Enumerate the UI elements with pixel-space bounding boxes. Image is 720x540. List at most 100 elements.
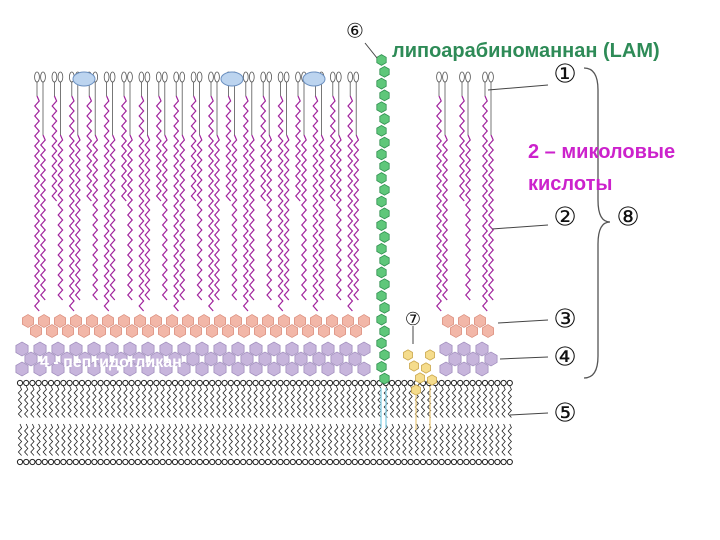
membrane-tail-inner [366, 424, 369, 456]
peptidoglycan-unit [232, 362, 244, 376]
arabinogalactan-unit [222, 325, 233, 338]
arabinogalactan-unit [46, 325, 57, 338]
peptidoglycan-unit [187, 352, 199, 366]
membrane-tail-outer [192, 386, 195, 418]
membrane-tail-inner [279, 424, 282, 456]
peptidoglycan-unit [16, 362, 28, 376]
glycolipid-head [104, 72, 109, 82]
membrane-head-inner [451, 459, 456, 464]
membrane-tail-inner [335, 424, 338, 456]
membrane-tail-inner [31, 424, 34, 456]
membrane-tail-inner [49, 424, 52, 456]
lam-bead [377, 267, 386, 278]
membrane-tail-inner [136, 424, 139, 456]
membrane-head-inner [352, 459, 357, 464]
mycolic-acid-chain [337, 135, 341, 300]
membrane-head-outer [36, 380, 41, 385]
lipomannan-chain [404, 350, 437, 430]
membrane-head-outer [259, 380, 264, 385]
peptidoglycan-unit [214, 362, 226, 376]
membrane-head-outer [290, 380, 295, 385]
membrane-head-inner [259, 459, 264, 464]
membrane-tail-inner [341, 424, 344, 456]
membrane-tail-inner [434, 424, 437, 456]
mycolic-acid-chain [87, 96, 91, 201]
membrane-head-inner [92, 459, 97, 464]
membrane-head-inner [476, 459, 481, 464]
membrane-head-inner [303, 459, 308, 464]
membrane-tail-outer [49, 386, 52, 418]
mycolic-acid-chain [244, 96, 248, 311]
membrane-head-inner [309, 459, 314, 464]
membrane-tail-inner [310, 424, 313, 456]
membrane-head-outer [334, 380, 339, 385]
membrane-head-outer [203, 380, 208, 385]
membrane-head-inner [383, 459, 388, 464]
peptidoglycan-unit [358, 362, 370, 376]
membrane-head-outer [104, 380, 109, 385]
arabinogalactan-unit [310, 315, 321, 328]
membrane-tail-outer [366, 386, 369, 418]
membrane-tail-inner [130, 424, 133, 456]
lam-bead [380, 161, 389, 172]
lam-bead [380, 326, 389, 337]
lipomannan-unit [426, 350, 435, 360]
membrane-head-inner [216, 459, 221, 464]
membrane-tail-outer [43, 386, 46, 418]
membrane-head-inner [427, 459, 432, 464]
membrane-tail-outer [490, 386, 493, 418]
membrane-tail-outer [211, 386, 214, 418]
peptidoglycan-unit [214, 342, 226, 356]
arabinogalactan-unit [342, 315, 353, 328]
membrane-head-outer [241, 380, 246, 385]
arabinogalactan-unit [174, 325, 185, 338]
mycolic-acid-chain [313, 96, 317, 311]
membrane-tail-inner [459, 424, 462, 456]
glycolipid-head [52, 72, 57, 82]
membrane-tail-outer [446, 386, 449, 418]
peptidoglycan-unit [16, 342, 28, 356]
membrane-head-outer [42, 380, 47, 385]
lipomannan-unit [412, 385, 421, 395]
membrane-head-outer [98, 380, 103, 385]
membrane-tail-inner [93, 424, 96, 456]
membrane-tail-inner [167, 424, 170, 456]
lam-bead [380, 66, 389, 77]
membrane-head-inner [482, 459, 487, 464]
membrane-head-outer [303, 380, 308, 385]
membrane-head-outer [445, 380, 450, 385]
membrane-head-inner [439, 459, 444, 464]
membrane-head-inner [172, 459, 177, 464]
membrane-tail-outer [198, 386, 201, 418]
lam-bead [377, 361, 386, 372]
lam-bead [377, 55, 386, 66]
membrane-head-inner [179, 459, 184, 464]
mycolic-acid-chain [215, 135, 219, 300]
lipomannan-unit [428, 375, 437, 385]
membrane-tail-outer [18, 386, 21, 418]
trehalose-head [73, 72, 95, 86]
mycolic-acid-chain [128, 135, 132, 300]
glycolipid-head [243, 72, 248, 82]
membrane-head-outer [148, 380, 153, 385]
membrane-tail-inner [260, 424, 263, 456]
membrane-head-inner [272, 459, 277, 464]
membrane-tail-outer [316, 386, 319, 418]
membrane-tail-inner [496, 424, 499, 456]
membrane-tail-inner [18, 424, 21, 456]
membrane-tail-outer [397, 386, 400, 418]
membrane-head-outer [352, 380, 357, 385]
membrane-head-inner [17, 459, 22, 464]
membrane-head-inner [420, 459, 425, 464]
marker-8: ⑧ [616, 203, 639, 233]
membrane-head-inner [396, 459, 401, 464]
membrane-tail-inner [322, 424, 325, 456]
peptidoglycan-unit [358, 342, 370, 356]
lam-bead [377, 102, 386, 113]
arabinogalactan-unit [62, 325, 73, 338]
membrane-head-outer [185, 380, 190, 385]
peptidoglycan-unit [349, 352, 361, 366]
membrane-tail-outer [260, 386, 263, 418]
membrane-head-outer [135, 380, 140, 385]
mycolic-acid-chain [145, 135, 149, 300]
